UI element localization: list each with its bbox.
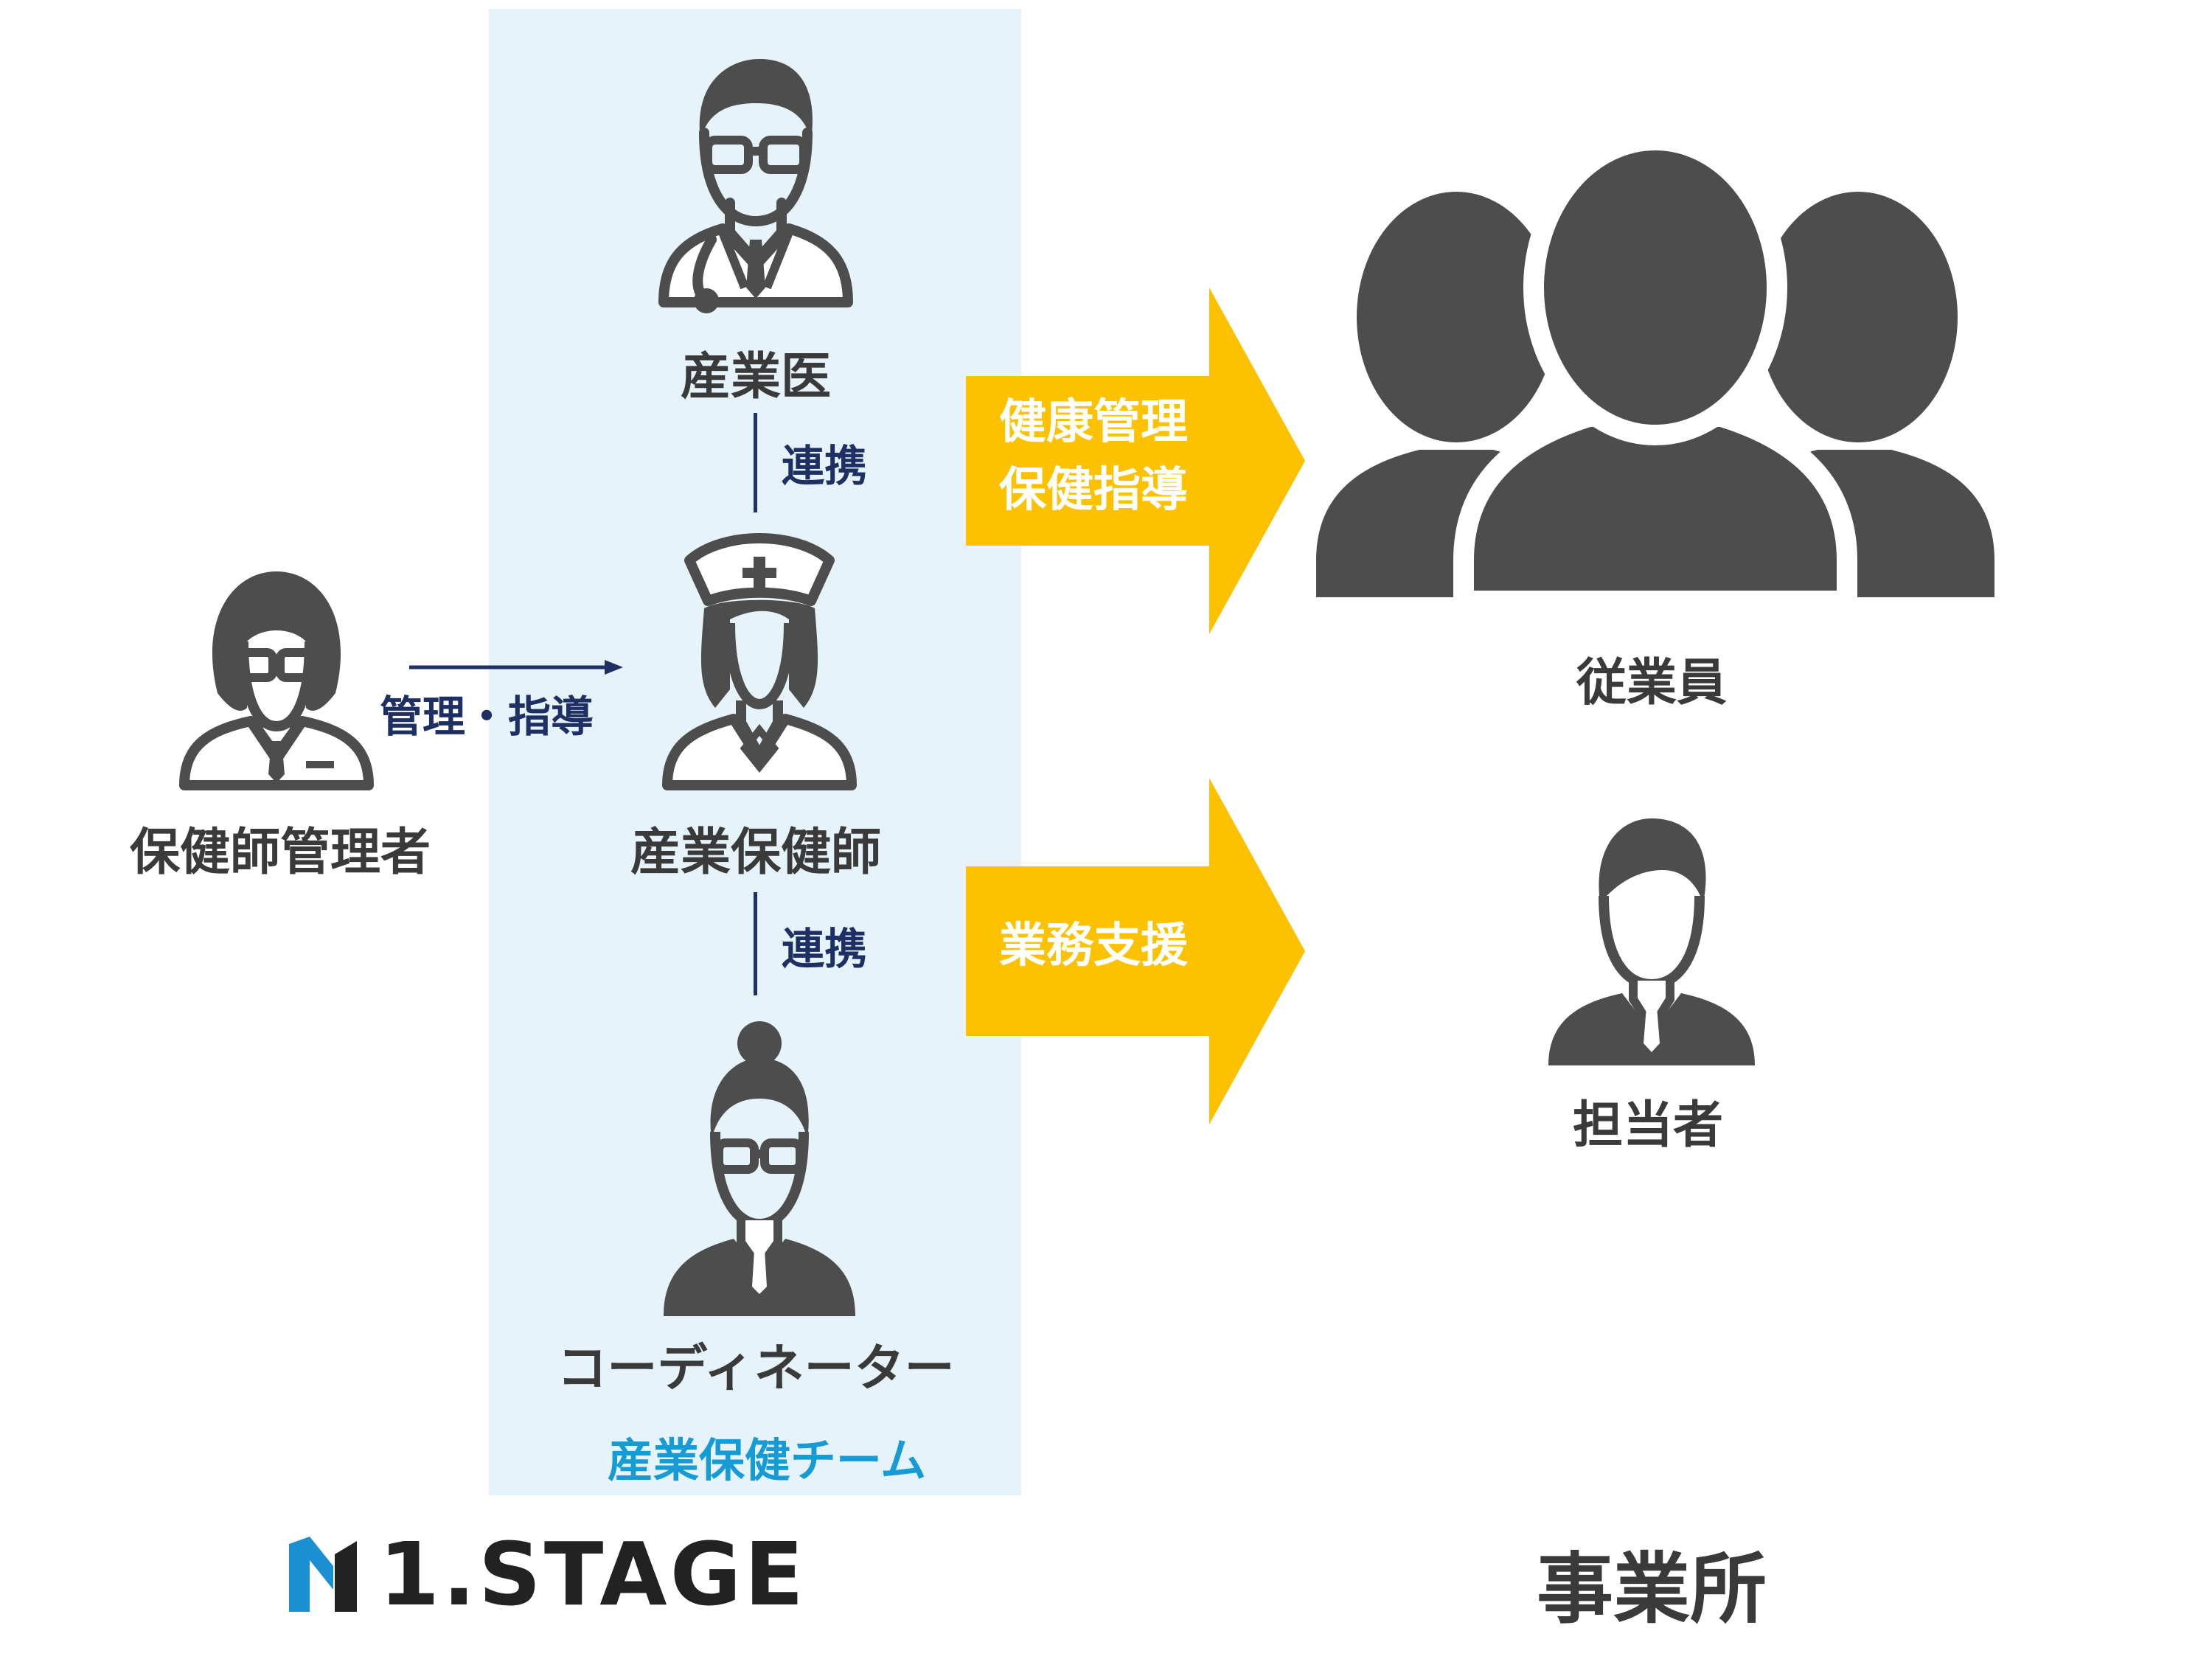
nurse-icon [662,533,857,790]
arrow-top-line2: 保健指導 [999,463,1188,518]
m1stage-logo-text: 1.STAGE [379,1523,807,1625]
employees-label: 従業員 [1576,654,1728,712]
m1stage-logo: 1.STAGE [289,1523,807,1625]
person-in-charge-label: 担当者 [1572,1096,1724,1155]
link-line-bottom [754,892,757,995]
person-in-charge-icon [1548,818,1755,1065]
link-label-bottom: 連携 [782,924,868,974]
doctor-label: 産業医 [680,348,832,406]
link-line-top [754,413,757,512]
manage-arrow-label: 管理・指導 [380,692,594,742]
m1stage-logo-mark [289,1537,376,1612]
nurse-label: 産業保健師 [630,824,882,882]
coordinator-icon [664,1021,855,1316]
team-label: 産業保健チーム [607,1433,927,1487]
manager-label: 保健師管理者 [129,824,431,882]
link-label-top: 連携 [782,441,868,491]
arrow-health-management [966,288,1305,634]
arrow-business-support [966,778,1305,1124]
employees-group-icon [1316,130,1994,611]
arrow-bottom-label: 業務支援 [999,919,1188,973]
manage-arrow [409,660,623,675]
site-title: 事業所 [1536,1544,1767,1634]
coordinator-label: コーディネーター [557,1340,955,1398]
manager-icon [179,571,374,790]
arrow-top-line1: 健康管理 [999,395,1188,450]
doctor-icon [658,59,853,313]
